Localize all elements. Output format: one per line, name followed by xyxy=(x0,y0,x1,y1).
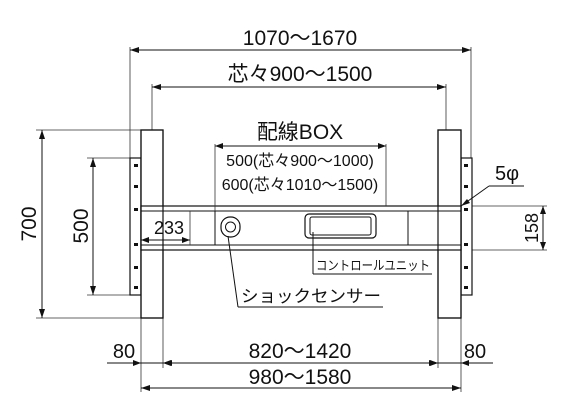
dim-outer-width-label: 1070～1670 xyxy=(243,27,357,50)
dim-beam-offset: 233 xyxy=(141,211,191,245)
right-bracket-plate xyxy=(460,157,473,296)
dim-leg-left-label: 80 xyxy=(113,341,135,363)
dim-beam-height-label: 158 xyxy=(522,213,542,243)
shock-sensor xyxy=(220,216,241,238)
dim-inner-height-label: 500 xyxy=(70,208,93,243)
dim-leg-right-label: 80 xyxy=(464,341,486,363)
dim-frame-width-label: 980～1580 xyxy=(249,366,352,389)
dim-outer-width: 1070～1670 xyxy=(130,27,471,53)
wiring-box-annotation: 配線BOX 500(芯々900～1000) 600(芯々1010～1500) xyxy=(214,121,387,211)
dim-leg-right: 80 xyxy=(430,341,493,366)
bolt-holes xyxy=(134,164,468,289)
pipe-dia-callout: 5φ xyxy=(460,163,524,207)
wiring-box-size-600: 600(芯々1010～1500) xyxy=(222,176,379,194)
wiring-box-size-500: 500(芯々900～1000) xyxy=(226,152,374,170)
dim-beam-offset-label: 233 xyxy=(154,218,184,238)
desk-frame xyxy=(129,129,473,319)
extension-lines xyxy=(36,47,547,392)
shock-sensor-callout: ショックセンサー xyxy=(227,235,383,308)
shock-sensor-label: ショックセンサー xyxy=(241,287,381,306)
dim-beam-height: 158 xyxy=(522,206,546,250)
wiring-box-title: 配線BOX xyxy=(257,121,343,144)
control-unit xyxy=(304,213,377,239)
dim-leg-span-label: 820～1420 xyxy=(249,340,352,363)
left-bracket-plate xyxy=(129,157,142,296)
dim-inner-height: 500 xyxy=(70,158,96,295)
dim-leg-left: 80 xyxy=(107,341,171,366)
dim-center-width-label: 芯々900～1500 xyxy=(228,63,373,86)
control-unit-callout: コントロールユニット xyxy=(312,232,432,275)
pipe-dia-label: 5φ xyxy=(495,163,519,185)
dim-center-width: 芯々900～1500 xyxy=(152,63,446,90)
crossbeam xyxy=(140,205,462,251)
dim-frame-width: 980～1580 xyxy=(141,366,461,391)
wiring-box xyxy=(214,210,409,246)
control-unit-label: コントロールユニット xyxy=(316,258,430,273)
dim-leg-span: 820～1420 xyxy=(163,340,438,366)
dim-height: 700 xyxy=(18,130,45,318)
dim-height-label: 700 xyxy=(18,206,41,241)
